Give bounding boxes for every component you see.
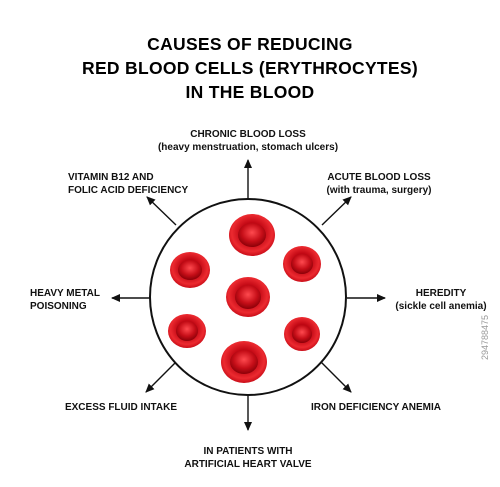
cause-main: CHRONIC BLOOD LOSS <box>190 129 306 140</box>
cause-detail: (with trauma, surgery) <box>326 184 432 196</box>
cause-main: EXCESS FLUID INTAKE <box>64 402 178 413</box>
cause-acute-blood-loss: ACUTE BLOOD LOSS (with trauma, surgery) <box>312 172 446 197</box>
cause-detail: FOLIC ACID DEFICIENCY <box>68 184 189 196</box>
red-blood-cell <box>221 341 267 383</box>
cause-chronic-blood-loss: CHRONIC BLOOD LOSS (heavy menstruation, … <box>148 129 348 154</box>
cause-iron-deficiency-anemia: IRON DEFICIENCY ANEMIA <box>296 402 456 415</box>
stock-id: 294788475 <box>480 314 490 360</box>
arrow-top-right <box>321 196 352 226</box>
cause-arrows <box>111 159 386 431</box>
diagram-title: CAUSES OF REDUCING RED BLOOD CELLS (ERYT… <box>0 32 500 104</box>
red-blood-cell <box>168 314 206 348</box>
cause-heavy-metal-poisoning: HEAVY METAL POISONING <box>30 288 110 313</box>
cause-main: IN PATIENTS WITH <box>203 446 293 457</box>
cause-detail: ARTIFICIAL HEART VALVE <box>184 458 312 470</box>
cause-main: HEREDITY <box>415 288 467 299</box>
cause-detail: (sickle cell anemia) <box>395 300 487 312</box>
title-line-2: RED BLOOD CELLS (ERYTHROCYTES) <box>82 58 418 78</box>
cause-main: HEAVY METAL <box>30 288 101 299</box>
arrow-top-left <box>146 196 177 226</box>
cause-excess-fluid-intake: EXCESS FLUID INTAKE <box>56 402 186 415</box>
red-blood-cell <box>226 277 270 317</box>
cause-detail: POISONING <box>30 300 87 312</box>
title-line-3: IN THE BLOOD <box>185 82 315 102</box>
cause-artificial-heart-valve: IN PATIENTS WITH ARTIFICIAL HEART VALVE <box>170 446 326 471</box>
arrow-bottom-right <box>320 361 352 393</box>
red-blood-cells <box>168 214 321 383</box>
cause-main: ACUTE BLOOD LOSS <box>327 172 431 183</box>
red-blood-cell <box>229 214 275 256</box>
arrow-bottom-left <box>145 361 177 393</box>
cause-detail: (heavy menstruation, stomach ulcers) <box>157 141 339 153</box>
red-blood-cell <box>284 317 320 351</box>
red-blood-cell <box>170 252 210 288</box>
cause-heredity: HEREDITY (sickle cell anemia) <box>388 288 494 313</box>
cause-main: VITAMIN B12 AND <box>68 172 154 183</box>
red-blood-cell <box>283 246 321 282</box>
cause-vitamin-deficiency: VITAMIN B12 AND FOLIC ACID DEFICIENCY <box>68 172 189 197</box>
title-line-1: CAUSES OF REDUCING <box>147 34 353 54</box>
cause-main: IRON DEFICIENCY ANEMIA <box>310 402 441 413</box>
